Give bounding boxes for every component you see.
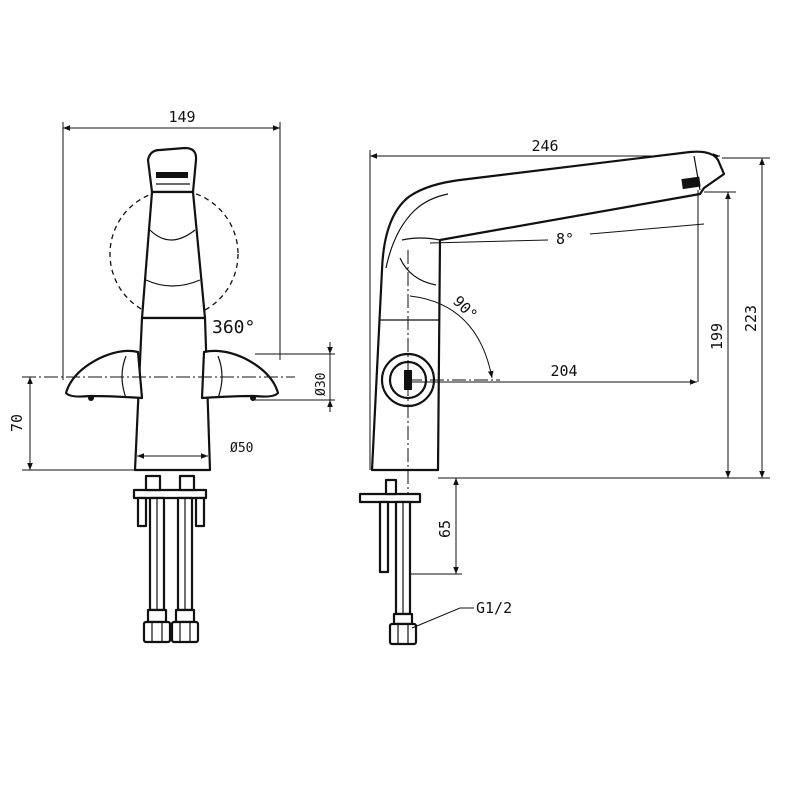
front-crimp-right: [174, 608, 196, 624]
reach-label: 204: [550, 362, 577, 380]
front-neck-curve-bottom: [145, 279, 201, 287]
front-aerator: [156, 172, 188, 178]
tilt-label: 8°: [556, 230, 574, 248]
side-neck-curve-lower: [399, 257, 437, 286]
front-spout-head: [146, 146, 198, 194]
right-handle[interactable]: [200, 349, 280, 400]
front-width-label: 149: [168, 108, 195, 126]
front-stud-left: [136, 496, 148, 528]
side-mount-plate: [358, 492, 422, 504]
side-length-label: 246: [531, 137, 558, 155]
dim199-label: 199: [708, 323, 726, 350]
front-stud-top-left: [144, 474, 162, 492]
front-nut-right: [170, 620, 200, 644]
left-handle-dot: [88, 395, 94, 401]
right-handle-dot: [250, 395, 256, 401]
tilt-ref-right: [589, 223, 705, 235]
thread-label: G1/2: [476, 599, 512, 617]
side-nut: [388, 622, 418, 646]
side-stud-top: [384, 478, 398, 496]
side-spout-tip-line: [693, 155, 701, 191]
side-neck-curve: [401, 237, 441, 241]
side-crimp: [392, 612, 414, 626]
side-spout-body: [370, 150, 726, 472]
tilt-ref-left: [429, 239, 549, 244]
front-nut-left: [142, 620, 172, 644]
dia50-label: Ø50: [230, 441, 253, 456]
front-mount-plate: [132, 488, 208, 500]
front-spout-neck: [140, 190, 207, 320]
dim223-label: 223: [742, 305, 760, 332]
dim70-label: 70: [8, 414, 26, 432]
front-neck-curve-top: [149, 229, 196, 241]
side-stud: [378, 500, 390, 574]
dia30-label: Ø30: [314, 373, 329, 396]
thread-leader: [411, 607, 474, 629]
angle-90-label: 90°: [449, 292, 481, 324]
front-stud-right: [194, 496, 206, 528]
side-spout-inner-curve: [385, 193, 449, 269]
dim65-label: 65: [436, 520, 454, 538]
front-crimp-left: [146, 608, 168, 624]
side-aerator: [681, 176, 701, 190]
front-stud-top-right: [178, 474, 196, 492]
side-view: 246 8° 90° 204 199: [358, 137, 770, 646]
left-handle[interactable]: [64, 349, 144, 400]
front-body: [133, 316, 212, 472]
front-view: 149 360° Ø30: [8, 108, 335, 644]
angle-90-arc: [409, 295, 494, 379]
rotation-label: 360°: [212, 317, 255, 338]
